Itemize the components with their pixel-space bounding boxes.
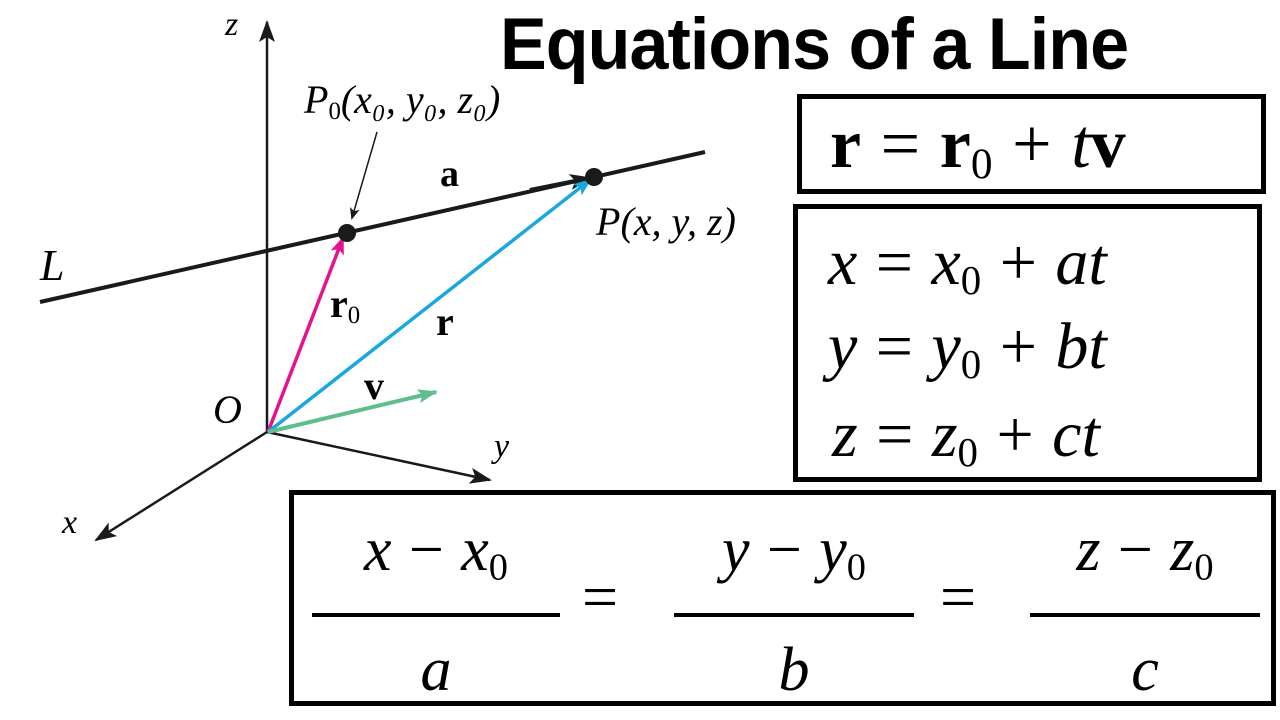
point-p bbox=[585, 168, 603, 186]
equals-sign-1: = bbox=[582, 561, 619, 632]
line-diagram bbox=[39, 20, 706, 542]
parametric-equation-z: z=z0+ct bbox=[832, 398, 1100, 476]
vector-equation: r=r0+tv bbox=[830, 106, 1126, 188]
vector-r0 bbox=[266, 236, 345, 433]
fraction-x: x−x0 a bbox=[312, 515, 560, 705]
vector-equation-box: r=r0+tv bbox=[797, 94, 1266, 194]
point-p0 bbox=[338, 224, 356, 242]
fraction-y: y−y0 b bbox=[674, 515, 914, 705]
equals-sign-2: = bbox=[940, 561, 977, 632]
fraction-z: z−z0 c bbox=[1030, 515, 1260, 705]
parametric-equations-box: x=x0+at y=y0+bt z=z0+ct bbox=[793, 204, 1262, 482]
p-label: P(x, y, z) bbox=[596, 199, 736, 244]
vector-r bbox=[266, 178, 592, 434]
origin-label: O bbox=[213, 387, 242, 432]
vector-v bbox=[267, 389, 438, 434]
y-axis bbox=[266, 430, 492, 484]
page-title: Equations of a Line bbox=[500, 4, 1129, 85]
p0-label: P0(x₀, y₀, z₀) bbox=[304, 77, 501, 126]
line-label: L bbox=[40, 241, 65, 290]
parametric-equation-x: x=x0+at bbox=[828, 226, 1107, 304]
x-axis bbox=[94, 430, 268, 542]
vector-v-label: v bbox=[364, 363, 384, 408]
parametric-equation-y: y=y0+bt bbox=[828, 310, 1107, 388]
z-axis-label: z bbox=[225, 6, 239, 43]
x-axis-label: x bbox=[62, 504, 78, 541]
fraction-bar bbox=[312, 612, 560, 617]
vector-a-label: a bbox=[440, 153, 459, 195]
fraction-bar bbox=[674, 612, 914, 617]
vector-r0-label: r0 bbox=[330, 281, 361, 330]
vector-r-label: r bbox=[436, 299, 454, 344]
symmetric-equations-box: x−x0 a = y−y0 b = z−z0 c bbox=[289, 490, 1276, 706]
y-axis-label: y bbox=[494, 428, 510, 465]
p0-pointer bbox=[349, 131, 378, 220]
fraction-bar bbox=[1030, 612, 1260, 617]
